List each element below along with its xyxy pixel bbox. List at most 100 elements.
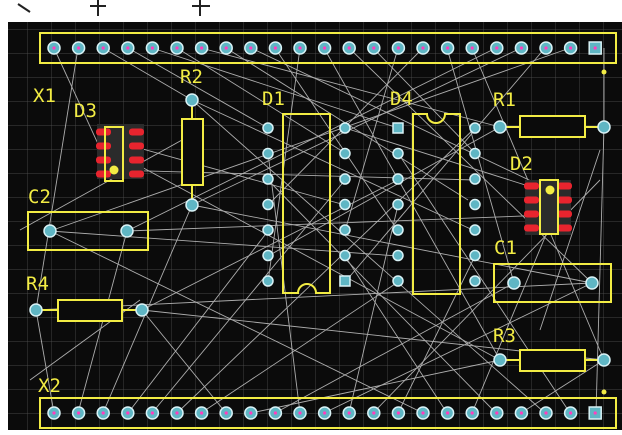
resistor-r2-pad-2 [185,198,199,212]
connector-x2-pin-center [126,411,130,415]
label-c2: C2 [28,186,51,208]
smd-pad [524,196,539,204]
ratsnest-line [141,179,399,311]
chip-pin [262,147,274,160]
chip-pin [469,275,481,287]
capacitor-c1-outline [493,263,612,303]
resistor-r1: R1 [493,89,611,138]
connector-x2-pin-center [200,411,204,415]
connector-x1-pin-center [224,46,228,50]
ratsnest-line [49,230,424,414]
capacitor-c2-pad-1 [43,224,57,238]
connector-x1-pin-center [519,46,524,50]
connector-x1-pin-center [101,46,105,50]
chip-d3-outline [104,126,124,182]
chip-pin [262,173,274,185]
chip-pin [339,173,351,185]
chip-d4: D4 [390,88,481,295]
resistor-r2-pad-1 [185,93,199,107]
ratsnest-line [344,47,546,283]
cropped-text-artifact [17,0,210,16]
chip-pin [392,275,404,287]
chip-pin [392,173,404,185]
chip-d3-pin1-dot [109,165,119,175]
connector-x2-pin-center [446,411,450,415]
label-r3: R3 [493,325,516,347]
chip-pin [469,147,481,160]
smd-pad [557,224,572,232]
ratsnest-line [49,230,399,257]
chip-pin [339,122,351,134]
connector-x1-pin-center [249,46,253,50]
chip-pin [392,147,404,160]
resistor-r4-pad-2 [135,303,149,317]
smd-pad [524,210,539,218]
resistor-r2: R2 [180,66,204,212]
connector-x1-pin-center [421,46,425,50]
chip-pin [339,147,351,160]
label-d2: D2 [510,153,533,175]
ratsnest-line [191,99,476,232]
ratsnest-lines [19,47,605,414]
chip-pin [469,122,481,134]
d4-pin [392,122,404,134]
ratsnest-line [250,47,551,191]
connector-x1-pin-center [298,46,302,50]
label-d3: D3 [74,100,97,122]
label-r2: R2 [180,66,203,88]
connector-x1-pin-center [347,46,351,50]
ratsnest-line [397,255,476,414]
label-c1: C1 [494,237,517,259]
ratsnest-line [348,47,593,284]
ratsnest-line [344,47,399,232]
chip-pin [392,224,404,236]
smd-pad [524,224,539,232]
ratsnest-line [267,126,501,257]
chip-pin [262,249,274,262]
connector-x2-pin-center [249,411,253,415]
ratsnest-line [109,139,346,206]
smd-pad [557,182,572,190]
resistor-r1-pad-2 [597,120,611,134]
connector-x2-outline [39,397,617,429]
ratsnest-line [35,309,55,414]
ratsnest-line [35,47,79,311]
chip-pin [339,249,351,262]
smd-pad [129,128,144,136]
smd-pad [129,142,144,150]
ratsnest-line [348,204,399,414]
connector-x2-pin-center [544,411,548,415]
resistor-r4-body [57,299,123,322]
connector-x1-pin-center [175,46,179,50]
chip-d4-pins [392,122,481,287]
connector-x2-pin-center [569,411,573,415]
connector-x1-pin-center [495,46,499,50]
label-x1: X1 [33,85,56,107]
capacitor-c2-outline [27,211,149,251]
chip-pin [469,173,481,185]
connector-x1-pin-center [200,46,204,50]
connector-x2-pin-center [519,411,524,415]
connector-x1-pin-center [569,46,573,50]
connector-x2: X2 [38,375,617,429]
chip-d3-pads [96,128,144,178]
ratsnest-line [35,282,593,311]
connector-x2-pin-center [150,411,154,415]
ratsnest-line [471,224,551,414]
chip-pin [262,122,274,134]
chip-pin [469,224,481,236]
smd-pad [96,156,111,164]
chip-pin [469,249,481,262]
ratsnest-line [595,126,605,414]
connector-x2-pin-center [470,411,474,415]
smd-pad [96,128,111,136]
ratsnest-line [176,47,346,154]
ratsnest-line [126,214,551,232]
chip-d1-pins [262,122,351,287]
connector-x2-pin-center [495,411,499,415]
connector-x2-pin-center [298,411,302,415]
resistor-r3-pad-1 [493,353,507,367]
ratsnest-line [49,47,571,232]
smd-pad [129,170,144,178]
resistor-r4-pad-1 [29,303,43,317]
